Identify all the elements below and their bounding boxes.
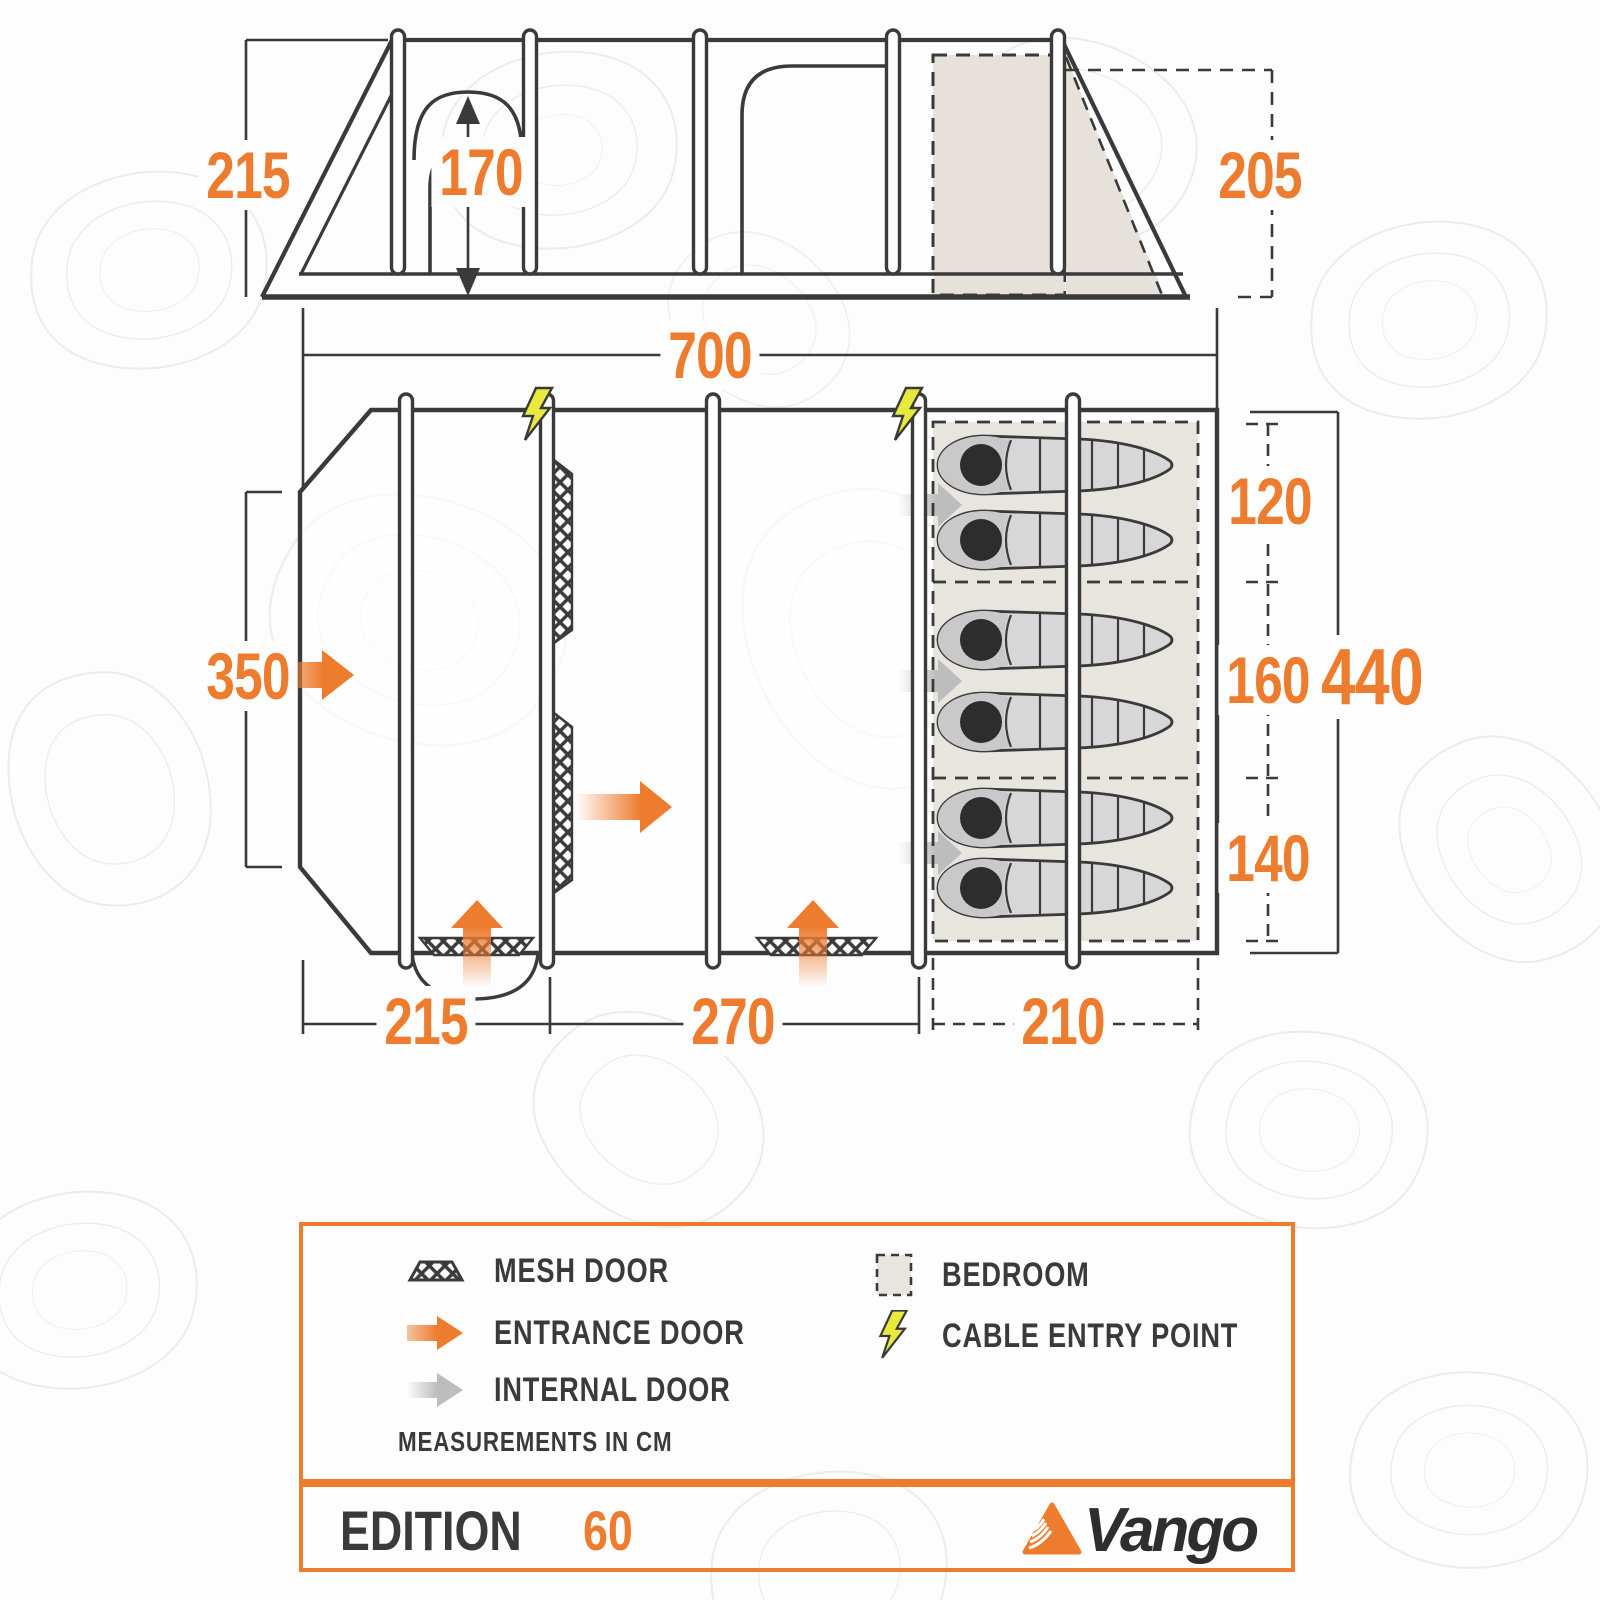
entrance-door-arrows: [288, 650, 839, 987]
mesh-door-partition-lower: [552, 710, 574, 896]
side-bedroom-area: [931, 53, 1067, 297]
model-name: EDITION: [340, 1499, 522, 1562]
legend-label-cable-entry: CABLE ENTRY POINT: [942, 1317, 1239, 1355]
footer-box: [299, 1483, 1295, 1572]
legend-item-cable-entry: CABLE ENTRY POINT: [872, 1310, 1312, 1362]
entrance-door-arrow-icon: [404, 1312, 468, 1354]
dim-room3-width: 140: [1218, 823, 1318, 893]
side-rear-triangle: [1066, 57, 1164, 295]
dim-total-length: 700: [660, 320, 760, 390]
side-middle-door: [740, 64, 888, 274]
legend-item-entrance-door: ENTRANCE DOOR: [404, 1312, 807, 1354]
side-elevation-view: [244, 28, 1274, 300]
internal-door-arrows: [898, 483, 962, 875]
dim-porch-length: 215: [376, 986, 476, 1056]
legend-item-internal-door: INTERNAL DOOR: [404, 1369, 790, 1411]
cable-entry-icon: [872, 1310, 916, 1362]
side-poles: [389, 28, 1067, 276]
side-front-slope: [260, 39, 394, 298]
dim-living-length: 270: [683, 986, 783, 1056]
dim-room1-width: 120: [1220, 466, 1320, 536]
entrance-arrow-living: [787, 900, 839, 987]
vango-logo-mark: [1022, 1502, 1082, 1561]
legend-label-bedroom: BEDROOM: [942, 1256, 1090, 1294]
side-rear-slope: [1060, 39, 1188, 298]
legend-label-internal-door: INTERNAL DOOR: [494, 1371, 731, 1409]
vango-logo: Vango: [1022, 1496, 1259, 1565]
brand-name: Vango: [1084, 1496, 1259, 1565]
bedroom-icon: [872, 1252, 916, 1298]
entrance-arrow-porch: [451, 900, 503, 987]
dim-door-height: 170: [431, 137, 531, 207]
dim-room2-width: 160: [1218, 645, 1318, 715]
model-number: 60: [583, 1499, 633, 1562]
dim-rear-height: 205: [1210, 140, 1310, 210]
legend-item-mesh-door: MESH DOOR: [404, 1254, 713, 1288]
legend-item-bedroom: BEDROOM: [872, 1252, 1127, 1298]
total-length-dimension: [301, 308, 1219, 490]
legend-box: [299, 1222, 1295, 1483]
legend-label-mesh-door: MESH DOOR: [494, 1252, 669, 1290]
dim-peak-height: 215: [198, 140, 298, 210]
dim-front-width: 350: [198, 641, 298, 711]
mesh-door-partition-upper: [552, 457, 574, 646]
entrance-arrow-partition: [576, 781, 672, 833]
model-title: EDITION 60: [340, 1503, 645, 1559]
floor-plan-view: [244, 386, 1340, 1034]
side-door-arch: [412, 90, 524, 161]
internal-door-arrow-icon: [404, 1369, 468, 1411]
legend-label-entrance-door: ENTRANCE DOOR: [494, 1314, 745, 1352]
measurements-note: MEASUREMENTS IN CM: [398, 1426, 673, 1457]
dim-bedroom-length: 210: [1013, 986, 1113, 1056]
dim-bedroom-total-width: 440: [1313, 635, 1431, 719]
mesh-door-icon: [404, 1258, 468, 1284]
